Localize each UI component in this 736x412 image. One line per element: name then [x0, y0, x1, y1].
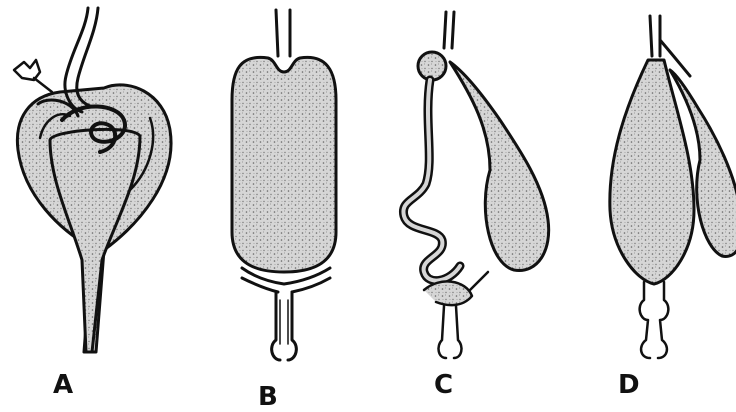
- panel-b-reservoir: [232, 57, 336, 272]
- panel-d-lower-duct: [640, 282, 669, 358]
- panel-a-funnel-body: [50, 129, 140, 352]
- panel-label-d: D: [618, 372, 640, 398]
- panel-a-diagram: [14, 8, 171, 352]
- panel-a-side-sprig: [14, 60, 52, 92]
- panel-c-top-bulb: [418, 52, 446, 80]
- panel-label-b: B: [258, 384, 278, 410]
- panel-c-pendant-sac: [450, 62, 549, 270]
- panel-b-diagram: [232, 10, 336, 360]
- panel-c-lower-tube: [439, 306, 462, 358]
- panel-label-c: C: [434, 372, 453, 398]
- panel-c-top-stem: [444, 12, 454, 48]
- panel-label-a: A: [53, 372, 73, 398]
- panel-b-lower-tube: [272, 292, 297, 360]
- panel-d-diagram: [610, 16, 736, 358]
- panel-b-top-duct: [276, 10, 290, 56]
- panel-c-diagram: [403, 12, 548, 358]
- panel-c-coiled-duct: [403, 80, 460, 281]
